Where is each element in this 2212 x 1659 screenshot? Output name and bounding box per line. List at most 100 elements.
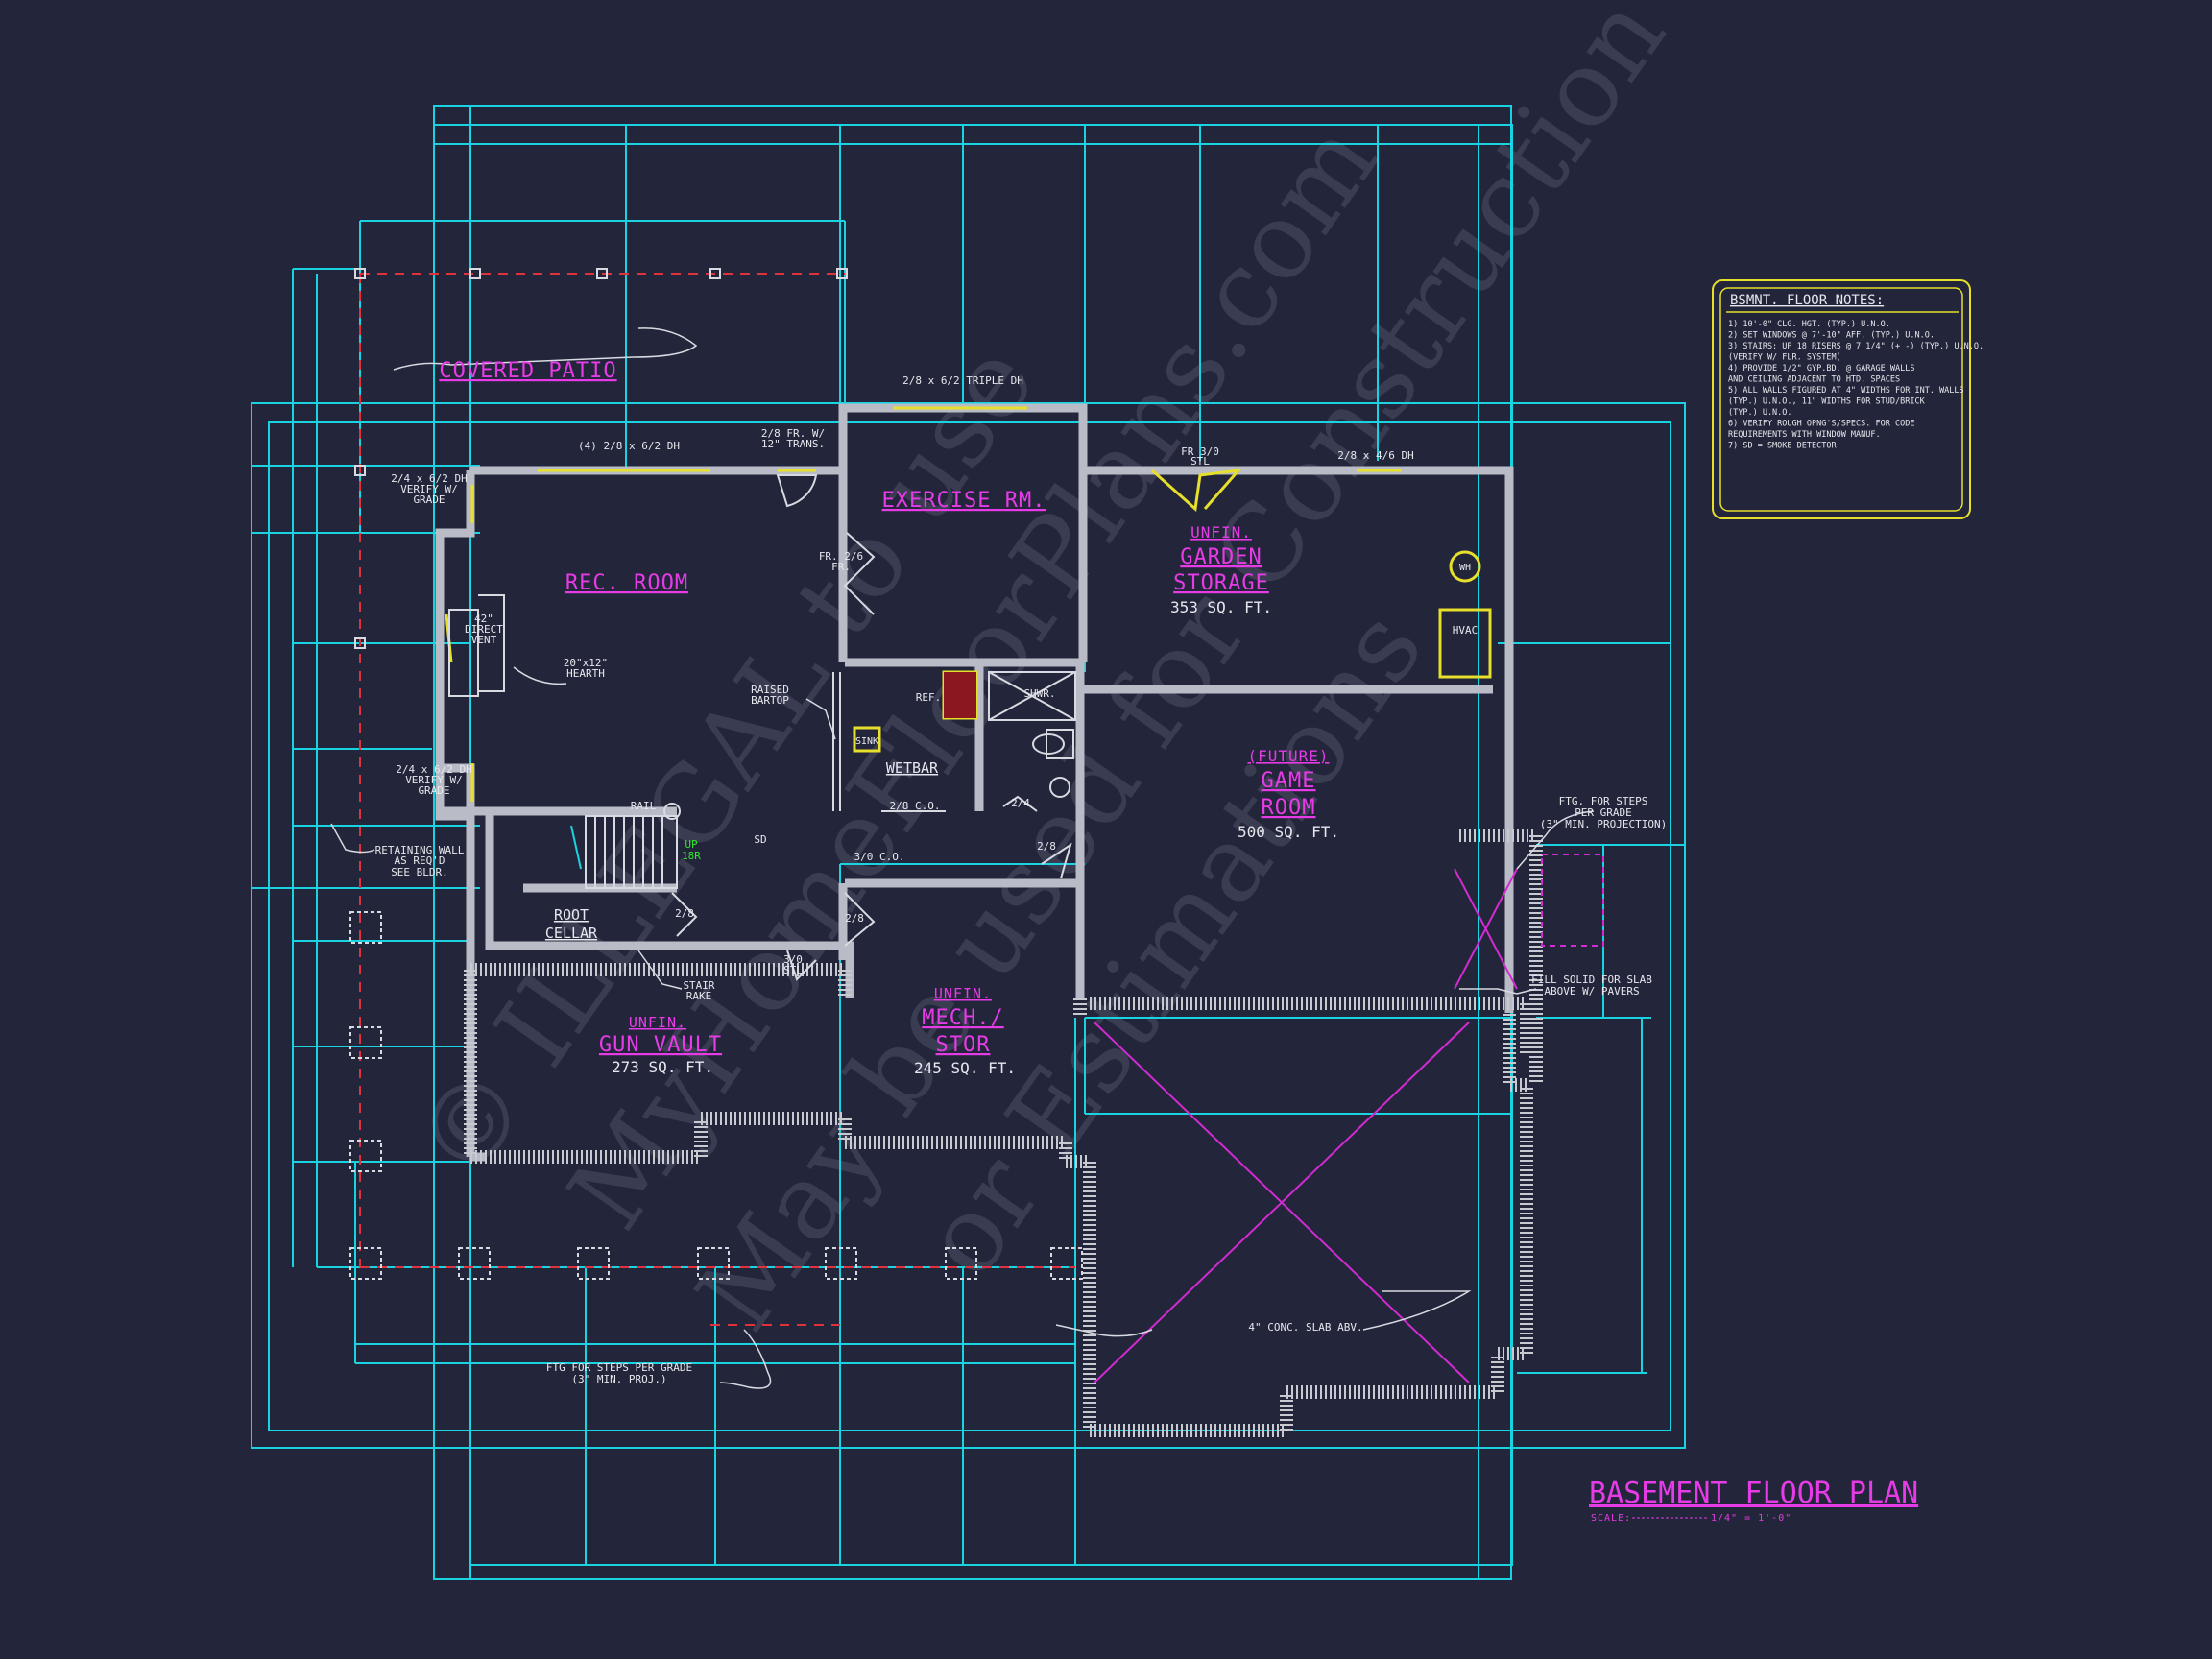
floor-note-item: (VERIFY W/ FLR. SYSTEM)	[1728, 353, 1841, 363]
floor-note-item: 3) STAIRS: UP 18 RISERS @ 7 1/4" (+ -) (…	[1728, 342, 1984, 351]
dh24-a-label-1: 2/4 x 6/2 DH	[391, 472, 467, 485]
ftg-steps-right-label-3: (3" MIN. PROJECTION)	[1540, 818, 1667, 830]
door-swings	[671, 469, 1242, 981]
floor-note-item: (TYP.) U.N.O., 11" WIDTHS FOR STUD/BRICK	[1728, 397, 1926, 407]
gun-area: 273 SQ. FT.	[612, 1058, 713, 1076]
ftg-steps-bottom-label-2: (3" MIN. PROJ.)	[571, 1373, 666, 1385]
scale-value: 1/4" = 1'-0"	[1711, 1513, 1791, 1524]
floor-notes-panel: BSMNT. FLOOR NOTES: 1) 10'-0" CLG. HGT. …	[1712, 279, 1984, 519]
dh24-b-label-1: 2/4 x 6/2 DH	[396, 763, 471, 776]
walls	[435, 403, 1514, 1162]
dh4-label: (4) 2/8 x 6/2 DH	[578, 440, 680, 452]
game-future-label: (FUTURE)	[1247, 747, 1329, 765]
cellar-label: CELLAR	[545, 925, 598, 942]
floor-note-item: 6) VERIFY ROUGH OPNG'S/SPECS. FOR CODE	[1728, 420, 1914, 429]
retaining-label-3: SEE BLDR.	[391, 866, 448, 878]
fireplace	[445, 594, 505, 697]
mech-label: MECH./	[922, 1006, 1003, 1030]
ftg-steps-bottom-label-1: FTG FOR STEPS PER GRADE	[546, 1361, 692, 1374]
up-count-label: 18R	[682, 850, 701, 862]
annotations: 2/8 x 6/2 TRIPLE DH (4) 2/8 x 6/2 DH 2/8…	[375, 374, 1668, 1385]
hvac-label: HVAC	[1453, 624, 1479, 637]
retaining-label-2: AS REQ'D	[395, 854, 445, 867]
leader-lines	[330, 327, 1595, 1389]
shower-label: SHWR.	[1023, 687, 1055, 700]
dh24-b-label-3: GRADE	[418, 784, 449, 797]
patio-post	[349, 268, 1083, 1280]
raised-bartop-label-1: RAISED	[751, 684, 789, 696]
d28b-label: 2/8	[675, 907, 694, 920]
hvac-unit	[1438, 608, 1492, 679]
rec-room-label: REC. ROOM	[565, 571, 688, 595]
root-label: ROOT	[554, 906, 589, 924]
d24-label: 2/4	[1011, 797, 1030, 809]
fr310-label: FR 3/0	[1181, 445, 1219, 458]
up-label: UP	[685, 838, 698, 851]
garden-area: 353 SQ. FT.	[1170, 598, 1272, 616]
fr-trans-label-1: 2/8 FR. W/	[761, 427, 825, 440]
gun-unfin-label: UNFIN.	[629, 1014, 686, 1031]
game-label: GAME	[1262, 769, 1316, 793]
title-block: BASEMENT FLOOR PLAN SCALE: 1/4" = 1'-0"	[1589, 1477, 1918, 1524]
fr26-label-1: FR. 2/6	[819, 550, 863, 563]
d28a-label: 2/8	[1037, 840, 1056, 853]
slab-diagonals	[1094, 854, 1604, 1383]
garden-unfin-label: UNFIN.	[1190, 523, 1252, 541]
garden-label: GARDEN	[1180, 545, 1262, 569]
game-area: 500 SQ. FT.	[1238, 823, 1339, 841]
raised-bartop-label-2: BARTOP	[751, 694, 789, 707]
fr26-label-2: FR.	[831, 561, 851, 573]
fr-trans-label-2: 12" TRANS.	[761, 438, 825, 450]
gun-vault-label: GUN VAULT	[599, 1033, 722, 1057]
sink-outline	[853, 726, 881, 753]
water-heater-label: WH	[1459, 563, 1471, 573]
exercise-room-label: EXERCISE RM.	[882, 489, 1046, 513]
floor-notes-title: BSMNT. FLOOR NOTES:	[1730, 293, 1884, 308]
conc-slab-label: 4" CONC. SLAB ABV.	[1248, 1321, 1362, 1334]
wetbar-label: WETBAR	[886, 759, 939, 777]
floor-note-item: 7) SD = SMOKE DETECTOR	[1728, 442, 1837, 451]
rail-label: RAIL	[631, 800, 657, 812]
stl30-label-1: 3/0	[783, 953, 803, 966]
stair-rake-label-1: STAIR	[683, 979, 714, 992]
foundation-walls	[464, 829, 1543, 1437]
floor-notes-list: 1) 10'-0" CLG. HGT. (TYP.) U.N.O. 2) SET …	[1728, 320, 1984, 451]
ref-label: REF.	[916, 691, 942, 704]
floor-note-item: 5) ALL WALLS FIGURED AT 4" WIDTHS FOR IN…	[1728, 386, 1964, 396]
ftg-steps-right-label-2: PER GRADE	[1575, 806, 1632, 819]
d28c-label: 2/8	[845, 912, 864, 925]
co30-label: 3/0 C.O.	[854, 851, 905, 863]
plan-title: BASEMENT FLOOR PLAN	[1589, 1477, 1918, 1510]
game-room-label: ROOM	[1262, 796, 1316, 820]
smoke-detector-label: SD	[754, 833, 766, 846]
scale-label: SCALE:	[1591, 1513, 1631, 1524]
floor-note-item: 2) SET WINDOWS @ 7'-10" AFF. (TYP.) U.N.…	[1728, 331, 1935, 341]
patio-edge-lines	[359, 273, 1075, 1326]
stair-rake-label-2: RAKE	[686, 990, 712, 1002]
retaining-label-1: RETAINING WALL	[375, 844, 465, 856]
co28-label: 2/8 C.O.	[890, 800, 941, 812]
fixtures	[832, 671, 1076, 812]
floor-note-item: 1) 10'-0" CLG. HGT. (TYP.) U.N.O.	[1728, 320, 1890, 329]
basement-stair	[570, 803, 681, 889]
floor-note-item: (TYP.) U.N.O.	[1728, 408, 1792, 418]
dh24-b-label-2: VERIFY W/	[405, 774, 463, 786]
mech-area: 245 SQ. FT.	[914, 1059, 1016, 1077]
stl-label: STL	[1190, 455, 1210, 468]
direct-vent-label-1: 42"	[474, 613, 493, 625]
room-labels: COVERED PATIO REC. ROOM EXERCISE RM. UNF…	[439, 359, 1339, 1077]
fill-solid-label-1: FILL SOLID FOR SLAB	[1531, 974, 1652, 986]
floor-note-item: REQUIREMENTS WITH WINDOW MANUF.	[1728, 430, 1881, 440]
hearth-label-2: HEARTH	[566, 667, 605, 680]
dh24-a-label-2: VERIFY W/	[400, 483, 458, 495]
dh24-a-label-3: GRADE	[413, 493, 445, 506]
direct-vent-label-2: DIRECT	[465, 623, 503, 636]
water-heater	[1449, 550, 1481, 583]
storage-label: STORAGE	[1173, 571, 1269, 595]
covered-patio-label: COVERED PATIO	[439, 359, 616, 383]
sink-label: SINK	[855, 736, 878, 747]
floor-note-item: 4) PROVIDE 1/2" GYP.BD. @ GARAGE WALLS	[1728, 364, 1914, 373]
hearth-label-1: 20"x12"	[564, 657, 608, 669]
floor-note-item: AND CEILING ADJACENT TO HTD. SPACES	[1728, 375, 1900, 385]
